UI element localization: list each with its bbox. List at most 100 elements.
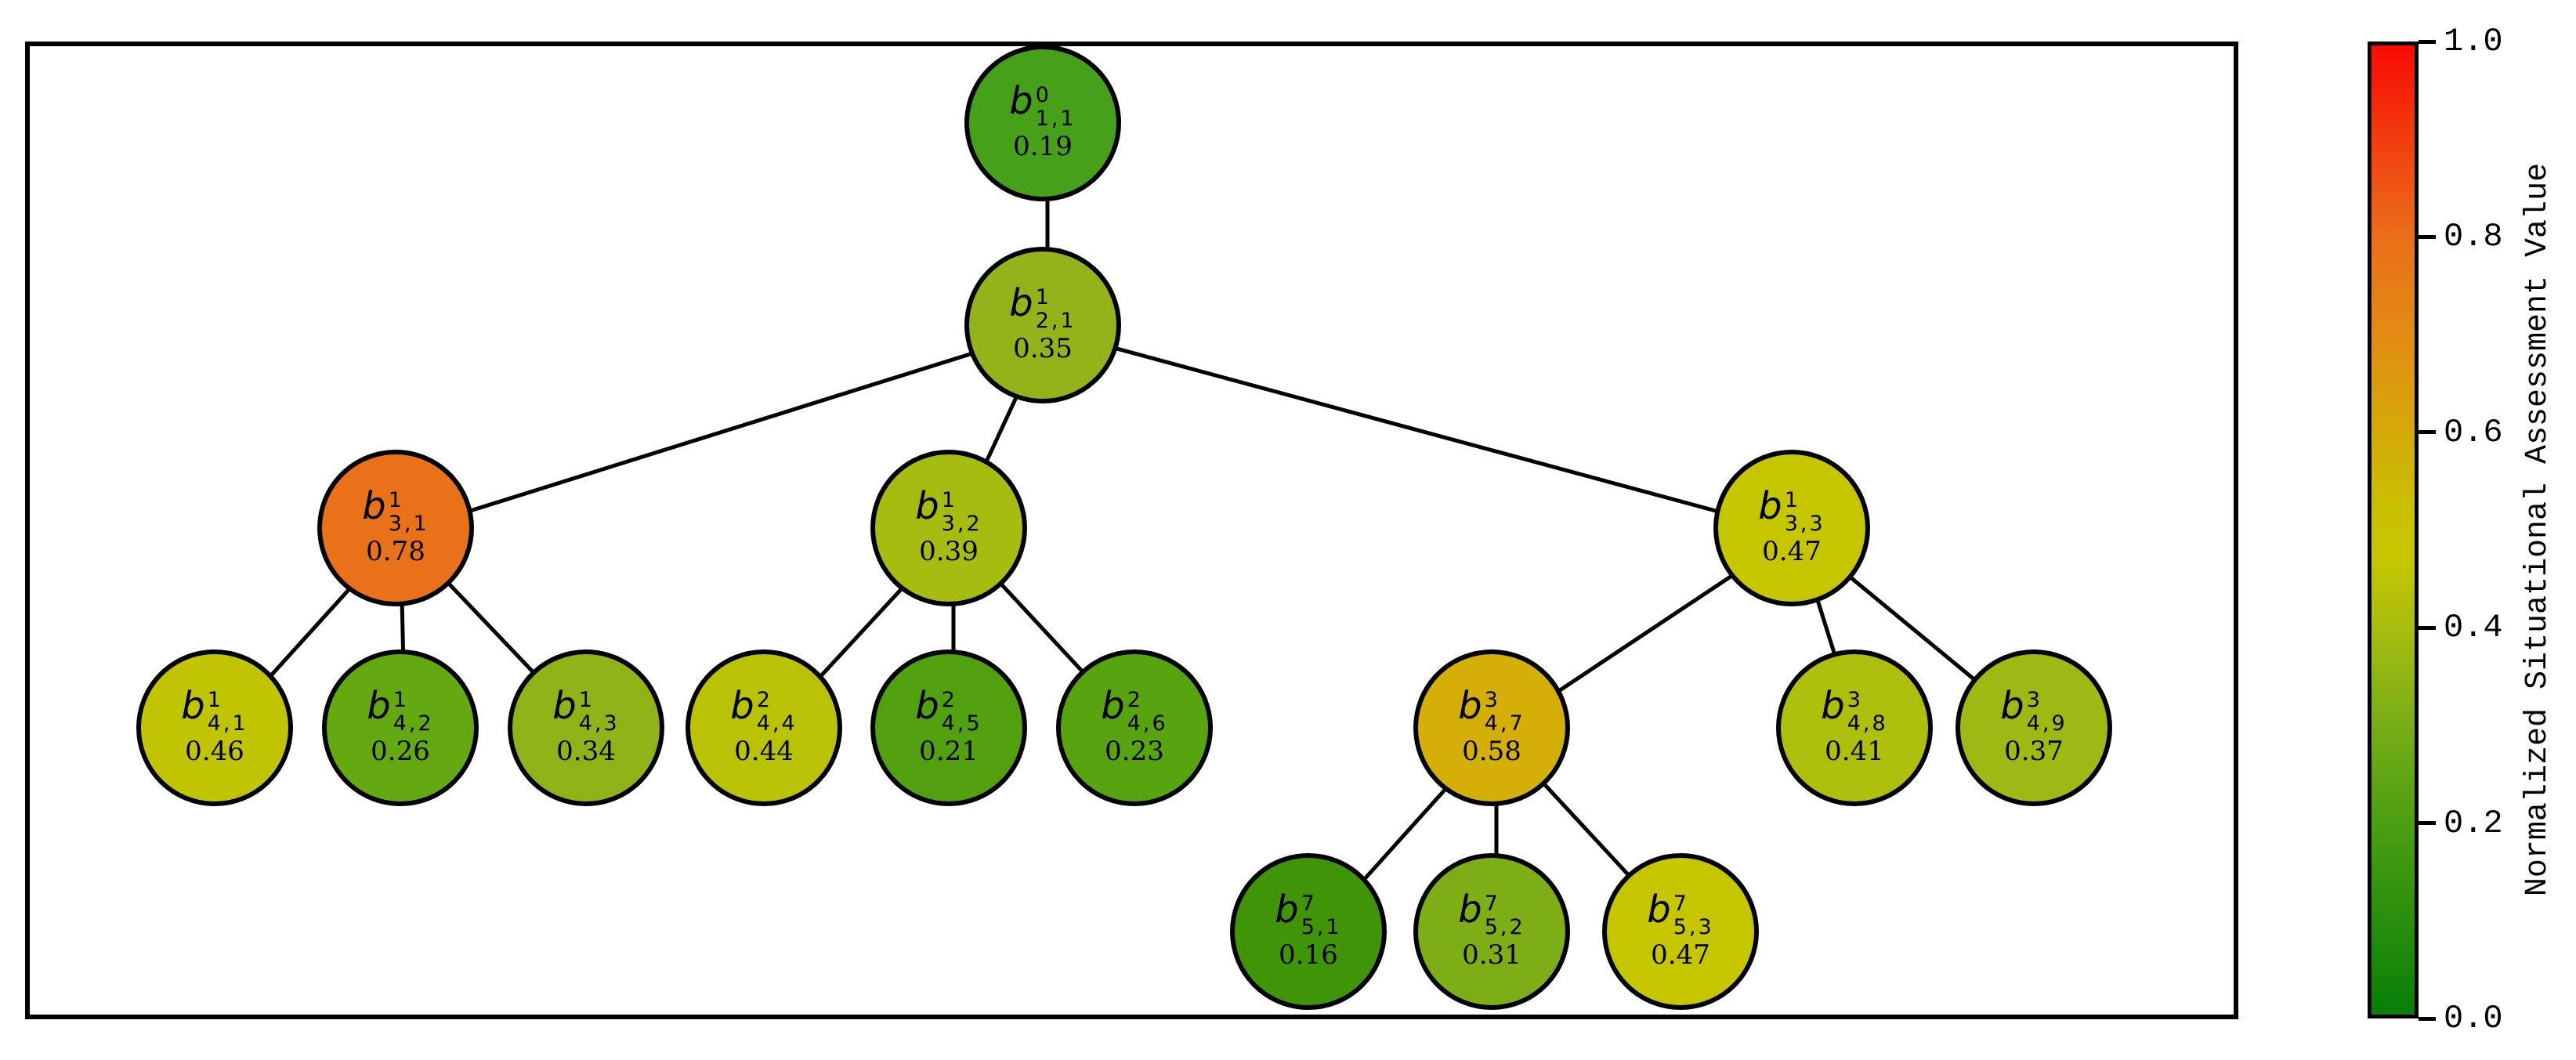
node-scripts: 1 4,1 — [208, 689, 248, 734]
node-subscript: 4,5 — [941, 711, 982, 736]
node-label: b 1 4,1 — [181, 687, 248, 734]
node-label: b 3 4,7 — [1458, 683, 1525, 734]
colorbar-tick-label: 0.8 — [2444, 218, 2503, 256]
node-scripts: 1 2,1 — [1036, 287, 1076, 331]
node-subscript: 4,7 — [1484, 711, 1525, 736]
tree-node: b 7 5,1 0.16 — [1230, 853, 1387, 1010]
node-subscript: 4,2 — [393, 711, 434, 736]
node-superscript: 1 — [941, 487, 955, 512]
node-symbol: b — [1821, 683, 1845, 728]
node-symbol: b — [1101, 683, 1125, 728]
node-superscript: 1 — [578, 687, 592, 712]
node-symbol: b — [367, 683, 391, 728]
node-value: 0.44 — [734, 735, 794, 767]
node-value: 0.41 — [1825, 735, 1884, 767]
node-scripts: 1 3,2 — [942, 490, 982, 534]
tree-node: b 1 4,3 0.34 — [508, 649, 664, 806]
colorbar-tick-label: 0.0 — [2444, 1000, 2503, 1037]
node-subscript: 4,4 — [756, 711, 798, 736]
node-subscript: 4,1 — [207, 711, 248, 736]
node-value: 0.35 — [1013, 332, 1073, 364]
node-value: 0.46 — [185, 735, 244, 767]
node-scripts: 3 4,7 — [1485, 689, 1525, 734]
colorbar-title: Normalized Situational Assessment Value — [2520, 162, 2556, 897]
tree-node: b 7 5,2 0.31 — [1413, 853, 1570, 1010]
node-scripts: 2 4,5 — [942, 689, 982, 734]
node-label: b 3 4,9 — [2000, 683, 2068, 734]
node-superscript: 7 — [1673, 891, 1687, 916]
colorbar-tick-mark — [2419, 821, 2436, 826]
node-label: b 2 4,4 — [730, 683, 798, 734]
node-scripts: 7 5,3 — [1673, 893, 1714, 938]
node-subscript: 5,2 — [1484, 914, 1525, 939]
node-superscript: 1 — [207, 687, 221, 712]
tree-node: b 1 3,1 0.78 — [317, 450, 474, 606]
node-subscript: 4,8 — [1847, 711, 1888, 736]
node-label: b 7 5,2 — [1458, 887, 1525, 938]
node-symbol: b — [1275, 887, 1299, 932]
tree-node: b 3 4,9 0.37 — [1956, 649, 2112, 806]
node-value: 0.31 — [1462, 939, 1521, 971]
node-superscript: 2 — [941, 687, 955, 712]
node-superscript: 1 — [388, 487, 402, 512]
node-value: 0.47 — [1651, 939, 1710, 971]
node-scripts: 3 4,9 — [2027, 689, 2068, 734]
node-label: b 1 2,1 — [1009, 280, 1076, 331]
colorbar-tick-label: 0.2 — [2444, 804, 2503, 842]
node-symbol: b — [552, 683, 577, 728]
node-symbol: b — [1758, 483, 1782, 528]
colorbar-tick-label: 0.4 — [2444, 609, 2503, 647]
node-subscript: 4,9 — [2026, 711, 2068, 736]
node-symbol: b — [1458, 683, 1482, 728]
colorbar-tick-label: 1.0 — [2444, 23, 2503, 60]
node-value: 0.21 — [919, 735, 979, 767]
colorbar-tick-mark — [2419, 625, 2436, 630]
node-label: b 2 4,5 — [915, 683, 982, 734]
tree-node: b 1 3,2 0.39 — [870, 450, 1027, 606]
node-value: 0.34 — [556, 735, 616, 767]
node-value: 0.39 — [919, 535, 979, 567]
tree-node: b 3 4,7 0.58 — [1413, 649, 1570, 806]
node-symbol: b — [1647, 887, 1671, 932]
plot-frame — [25, 42, 2238, 1019]
node-value: 0.37 — [2004, 735, 2064, 767]
tree-node: b 2 4,5 0.21 — [870, 649, 1027, 806]
node-symbol: b — [362, 483, 386, 528]
node-symbol: b — [1009, 78, 1033, 123]
node-label: b 7 5,1 — [1275, 887, 1342, 939]
node-subscript: 5,1 — [1301, 914, 1342, 939]
colorbar-tick-mark — [2419, 1016, 2436, 1021]
node-scripts: 1 3,1 — [389, 490, 429, 534]
node-label: b 1 3,2 — [915, 487, 982, 534]
node-label: b 1 4,3 — [552, 683, 619, 734]
tree-node: b 7 5,3 0.47 — [1602, 853, 1759, 1010]
node-superscript: 3 — [2026, 687, 2040, 712]
tree-node: b 1 2,1 0.35 — [964, 247, 1121, 403]
node-value: 0.78 — [366, 535, 425, 567]
node-superscript: 2 — [1127, 687, 1141, 712]
node-superscript: 1 — [1035, 284, 1049, 309]
node-symbol: b — [730, 683, 754, 728]
node-scripts: 7 5,2 — [1485, 893, 1525, 938]
node-symbol: b — [1009, 280, 1033, 325]
node-subscript: 1,1 — [1035, 106, 1076, 131]
tree-node: b 2 4,6 0.23 — [1056, 649, 1213, 806]
node-scripts: 3 4,8 — [1847, 689, 1888, 734]
colorbar-tick-mark — [2419, 39, 2436, 44]
node-subscript: 5,3 — [1673, 914, 1714, 939]
node-symbol: b — [915, 683, 939, 728]
node-superscript: 3 — [1484, 687, 1498, 712]
node-scripts: 1 3,3 — [1785, 490, 1825, 534]
node-symbol: b — [2000, 683, 2024, 728]
node-scripts: 2 4,4 — [757, 689, 798, 734]
tree-node: b 0 1,1 0.19 — [964, 45, 1121, 201]
node-value: 0.26 — [371, 735, 430, 767]
node-label: b 1 4,2 — [367, 683, 434, 736]
tree-node: b 1 3,3 0.47 — [1713, 450, 1870, 606]
node-symbol: b — [1458, 887, 1482, 932]
node-superscript: 3 — [1847, 687, 1861, 712]
node-subscript: 4,6 — [1127, 711, 1168, 736]
node-scripts: 2 4,6 — [1127, 689, 1168, 734]
node-superscript: 1 — [393, 687, 407, 712]
